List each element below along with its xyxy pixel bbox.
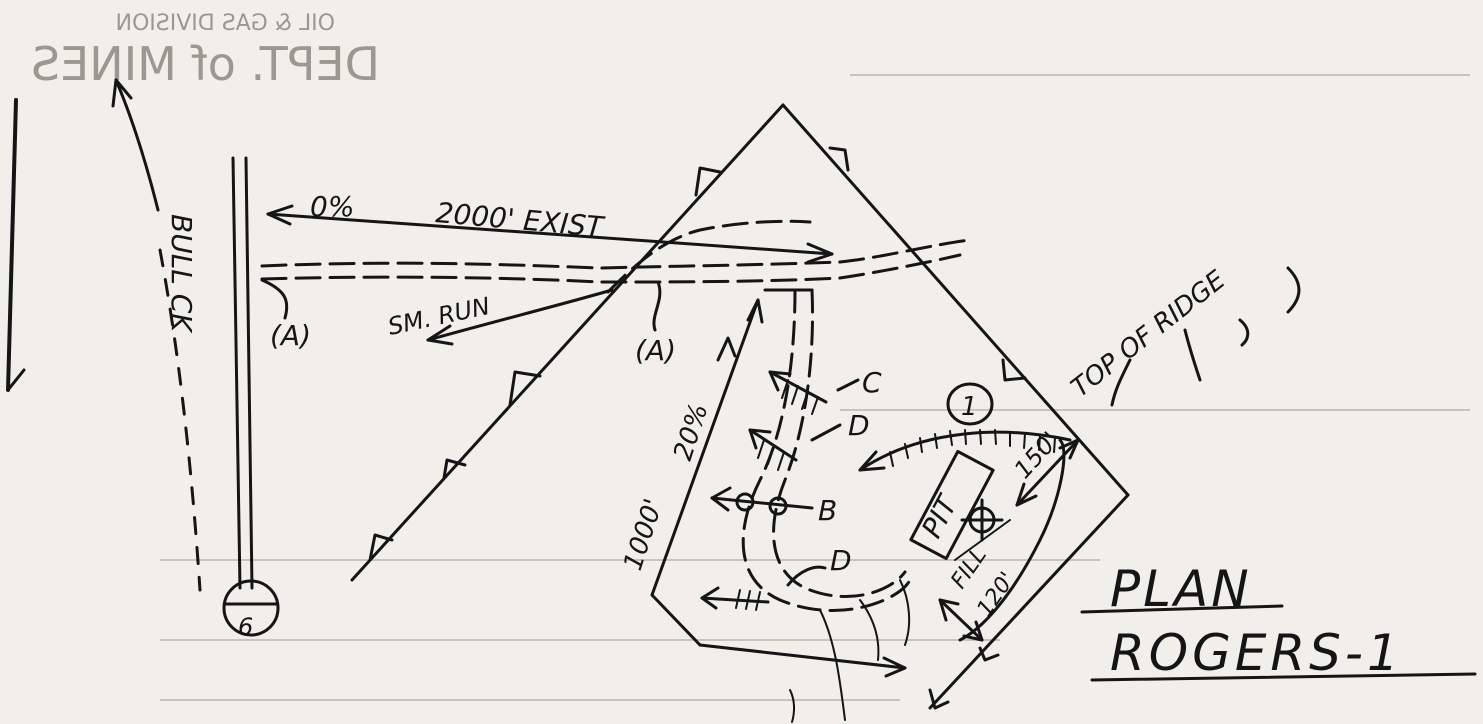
label-d-lower-leader <box>786 565 827 587</box>
creek-label-group: BULL CK <box>165 214 198 334</box>
length-side-label: 1000' <box>618 495 669 574</box>
cut-arc <box>858 429 1072 642</box>
label-c-leader <box>836 378 860 392</box>
contour-line-2 <box>859 599 880 661</box>
creek-dashed-line <box>158 248 202 592</box>
ridge-label: TOP OF RIDGE <box>1066 265 1232 404</box>
fill-guide-line <box>954 519 1011 561</box>
dashed-road <box>260 219 972 294</box>
grade-side-arrowhead <box>716 336 737 362</box>
label-c: C <box>862 366 882 399</box>
contour-line-1 <box>819 609 846 721</box>
stamp-line2: DEPT. of MINES <box>31 37 380 91</box>
stamp-line1: OIL & GAS DIVISION <box>116 11 335 36</box>
dim-150-arrow <box>1015 438 1080 507</box>
point-a-left: (A) <box>270 319 311 352</box>
point-a-left-leader <box>260 278 289 320</box>
creek-label: BULL CK <box>165 214 198 334</box>
point-a-right-leader <box>652 280 662 332</box>
dim-120-label: 120' <box>972 568 1020 622</box>
contour-line-4 <box>789 689 796 723</box>
existing-road-arrow <box>266 204 834 264</box>
ridge-mark-3 <box>1286 266 1301 314</box>
ridge-mark-4 <box>1110 358 1132 407</box>
pad-access-road <box>741 288 912 612</box>
creek-arrowhead <box>111 78 133 108</box>
existing-road-label: 2000' EXIST <box>434 196 606 244</box>
drawing-title: ROGERS-1 <box>1110 624 1403 682</box>
well-number: 6 <box>238 613 253 641</box>
plan-underline <box>1080 604 1284 614</box>
clearing-boundary <box>350 103 1130 582</box>
point-a-right: (A) <box>635 334 676 367</box>
label-d-lower: D <box>830 544 852 577</box>
cut-hatch-d-upper <box>748 428 798 471</box>
cut-hatch-c <box>768 370 828 415</box>
pit-box <box>909 449 995 561</box>
culvert-b <box>710 486 814 516</box>
ridge-mark-1 <box>1183 328 1202 382</box>
pad-boundary <box>650 298 1130 710</box>
small-run-arrow <box>426 288 614 346</box>
well-symbol <box>960 498 1004 542</box>
circle-one-label: 1 <box>961 392 978 422</box>
circle-one <box>946 382 994 426</box>
grade-side-label: 20% <box>668 400 714 464</box>
dim-150-label: 150' <box>1009 426 1065 484</box>
label-d-upper-leader <box>810 423 842 442</box>
cut-hatch-d-lower <box>700 586 770 611</box>
label-d-upper: D <box>848 409 870 442</box>
grade-top-label: 0% <box>310 190 354 223</box>
ridge-mark-2 <box>1238 318 1250 347</box>
dim-120-arrow <box>938 598 984 642</box>
title-underline <box>1090 672 1477 682</box>
contour-line-3 <box>899 579 911 646</box>
creek-flow-line <box>114 78 160 212</box>
access-road-vertical <box>222 156 280 637</box>
north-arrow <box>6 98 26 392</box>
label-b: B <box>818 494 837 527</box>
fill-label: FILL <box>946 543 992 593</box>
